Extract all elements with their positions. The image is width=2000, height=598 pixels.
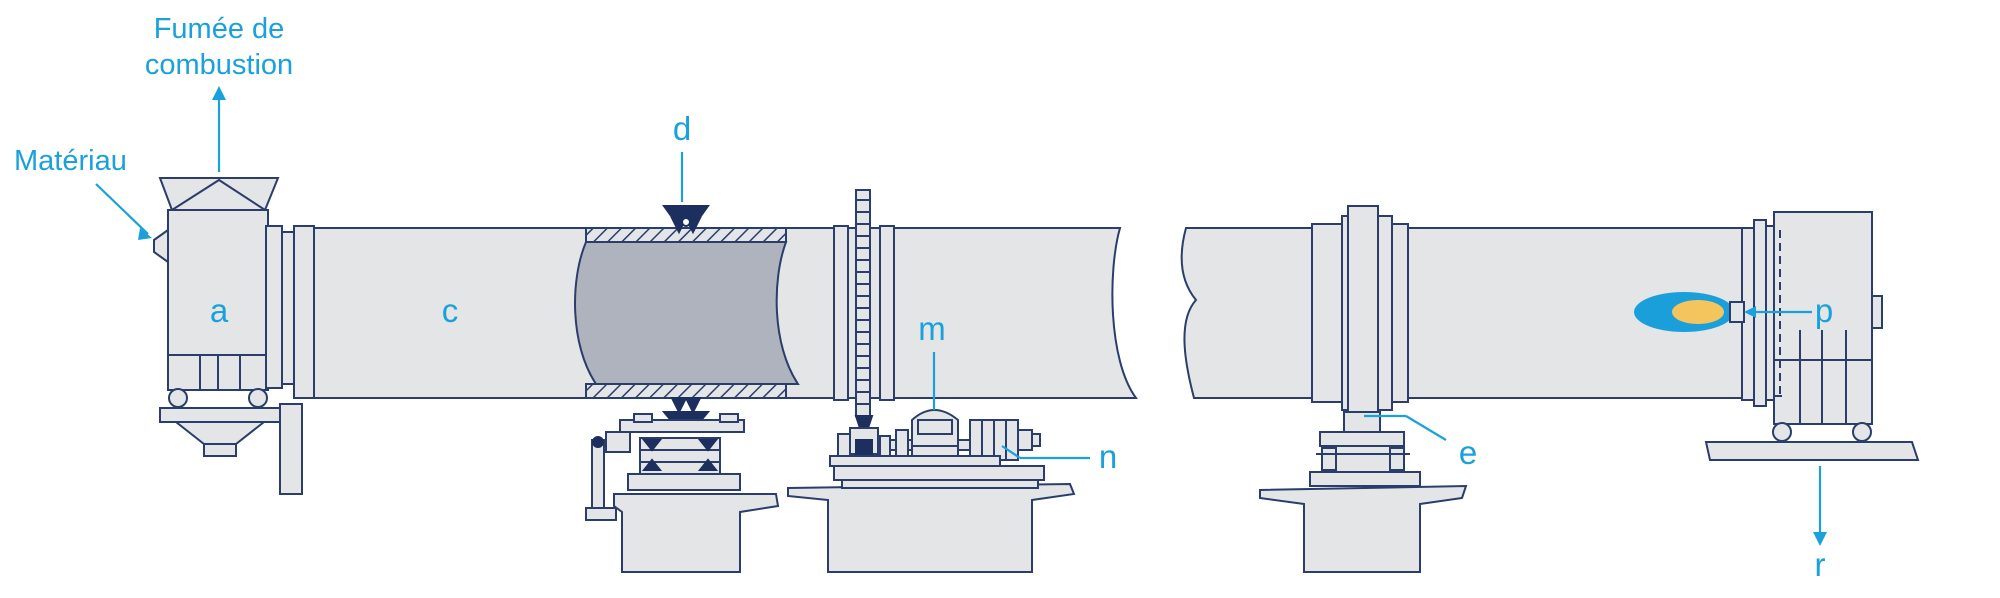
label-r: r [1815,546,1826,583]
label-e: e [1459,434,1477,471]
drive-unit [787,409,1076,573]
burner-hood [1634,211,1920,461]
tire-support-d [585,205,780,573]
burner-nozzle [1729,301,1745,323]
label-p: p [1815,292,1833,329]
label-a: a [210,292,229,329]
tire-support-e [1259,205,1468,573]
flame-inner [1672,300,1724,324]
label-c: c [442,292,459,329]
label-smoke-line1: Fumée de [154,13,285,45]
label-material: Matériau [14,145,127,177]
label-smoke-line2: combustion [145,49,293,81]
kiln-drum-left [293,225,1138,399]
feed-housing [153,177,303,495]
label-d: d [673,110,691,147]
girth-gear [833,189,895,417]
label-m: m [918,310,946,347]
label-n: n [1099,438,1117,475]
callout-arrows [95,86,1827,546]
